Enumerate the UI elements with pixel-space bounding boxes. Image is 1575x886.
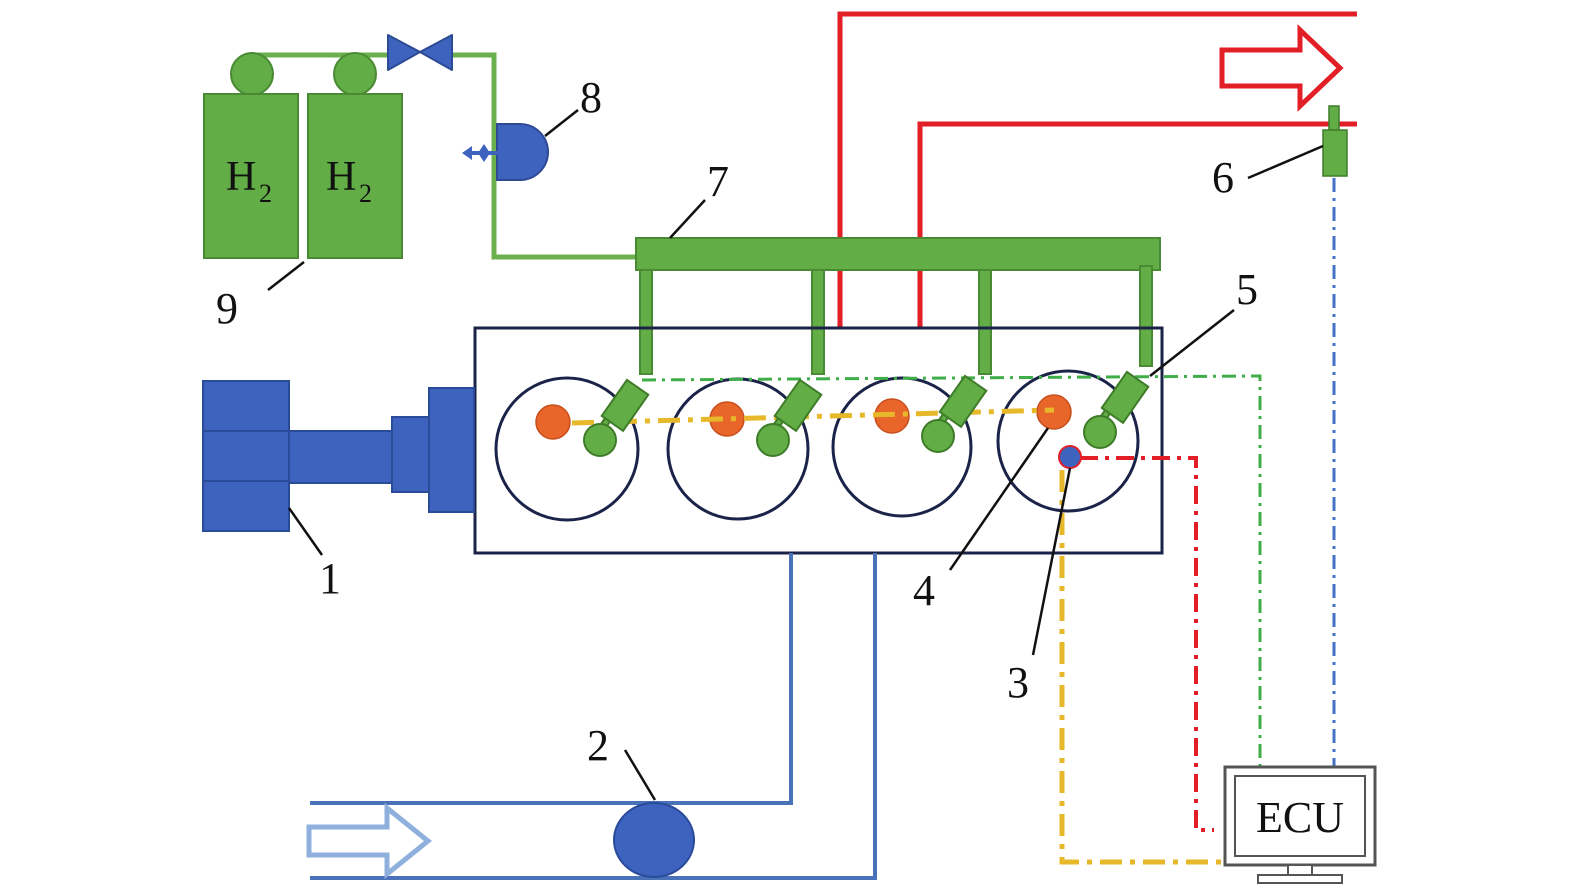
callout-7: 7 bbox=[707, 157, 729, 206]
tank-left-label: H bbox=[226, 154, 256, 200]
callout-5: 5 bbox=[1236, 265, 1258, 314]
hydrogen-supply-line bbox=[250, 52, 638, 260]
callout-3: 3 bbox=[1007, 658, 1029, 707]
cylinder-pressure-signal-line bbox=[1080, 456, 1214, 832]
tank-right-label: H bbox=[326, 154, 356, 200]
hydrogen-tank-right: H 2 bbox=[307, 52, 403, 259]
callout-9: 9 bbox=[216, 284, 238, 333]
cylinder-4 bbox=[996, 369, 1140, 513]
callout-8: 8 bbox=[580, 73, 602, 122]
rail-drop-tubes bbox=[639, 265, 1153, 375]
cylinder-3 bbox=[831, 376, 973, 518]
callout-4: 4 bbox=[913, 566, 935, 615]
ecu-monitor: ECU bbox=[1223, 765, 1377, 884]
exhaust-outlet-arrow bbox=[1219, 24, 1344, 112]
ecu-label: ECU bbox=[1256, 793, 1344, 842]
injector-signal-line bbox=[641, 374, 1262, 780]
callout-2: 2 bbox=[587, 721, 609, 770]
exhaust-pipe-upper bbox=[837, 11, 1357, 328]
callout-1: 1 bbox=[319, 554, 341, 603]
intake-air-flowmeter bbox=[613, 802, 695, 878]
tank-right-subscript: 2 bbox=[359, 179, 372, 208]
sensor-signal-line bbox=[571, 407, 1230, 865]
pressure-regulator bbox=[462, 123, 549, 181]
hydrogen-injectors bbox=[583, 370, 1150, 457]
hydrogen-fuel-rail bbox=[635, 237, 1161, 271]
lambda-sensor bbox=[1322, 105, 1348, 177]
callout-6: 6 bbox=[1212, 153, 1234, 202]
intake-pipes bbox=[310, 553, 877, 880]
shutoff-valve-icon bbox=[387, 34, 453, 71]
hydrogen-tank-left: H 2 bbox=[203, 52, 299, 259]
cylinder-pressure-sensor bbox=[1058, 445, 1082, 469]
tank-left-subscript: 2 bbox=[259, 179, 272, 208]
callout-leaders bbox=[267, 109, 1324, 801]
dynamometer bbox=[202, 380, 475, 532]
cylinders bbox=[494, 369, 1140, 522]
intake-inlet-arrow bbox=[306, 802, 432, 880]
cylinder-1 bbox=[494, 376, 640, 522]
